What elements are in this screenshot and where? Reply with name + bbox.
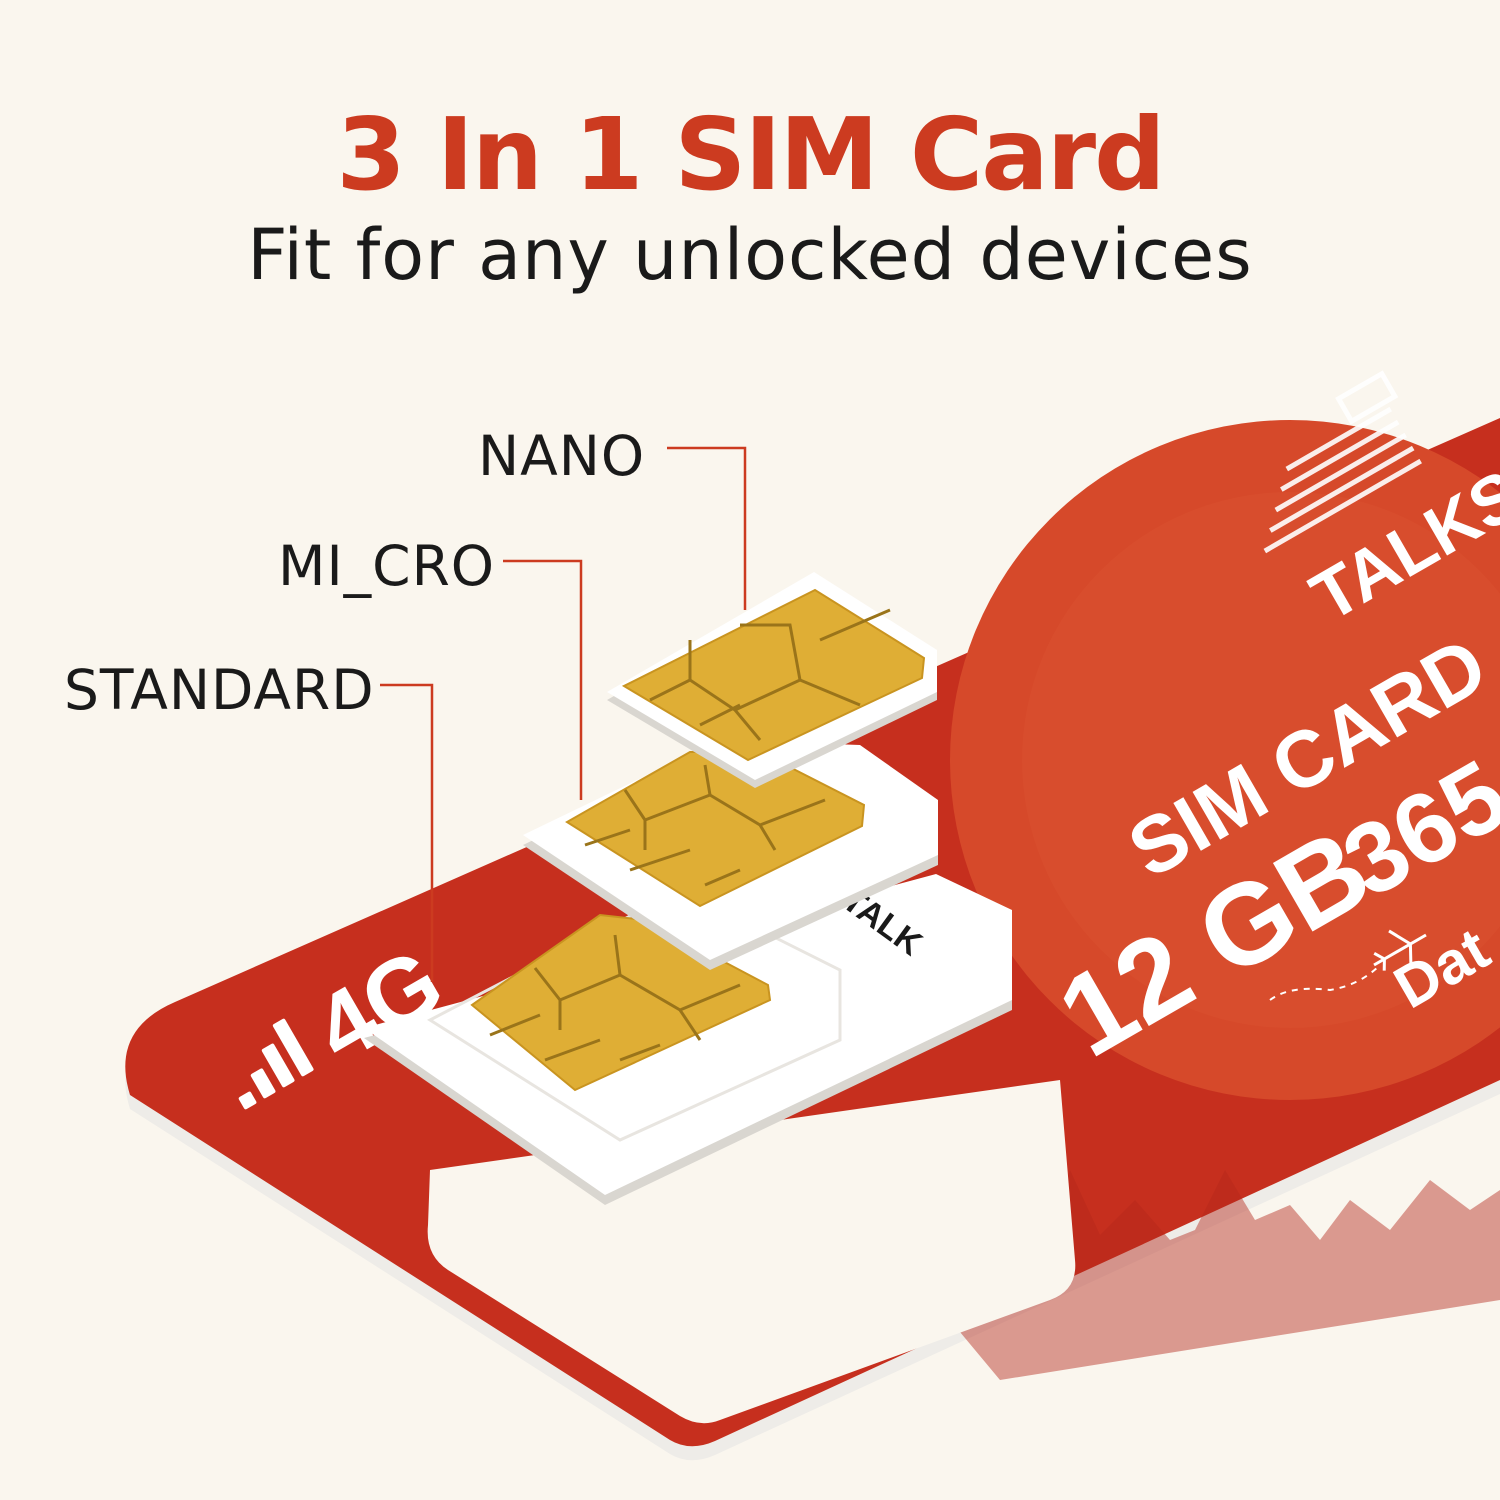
nano-sim (607, 572, 937, 788)
carrier-card (125, 418, 1500, 1461)
airplane-icon (1373, 929, 1427, 971)
signal-icon (238, 1018, 314, 1110)
nano-leader-line (667, 446, 747, 610)
flight-path (1269, 964, 1381, 1001)
standard-size-label: STANDARD (64, 658, 375, 722)
leader-lines (380, 446, 747, 982)
page-title: 3 In 1 SIM Card (336, 96, 1165, 213)
nano-chip (621, 588, 926, 762)
micro-chip (565, 751, 866, 908)
skyline-silhouette (900, 1170, 1500, 1380)
micro-sim (523, 740, 938, 970)
nano-size-label: NANO (478, 424, 646, 488)
standard-leader-line (380, 683, 434, 982)
micro-size-label: MI_CRO (278, 534, 496, 598)
page-subtitle: Fit for any unlocked devices (247, 214, 1253, 296)
micro-leader-line (503, 559, 583, 800)
